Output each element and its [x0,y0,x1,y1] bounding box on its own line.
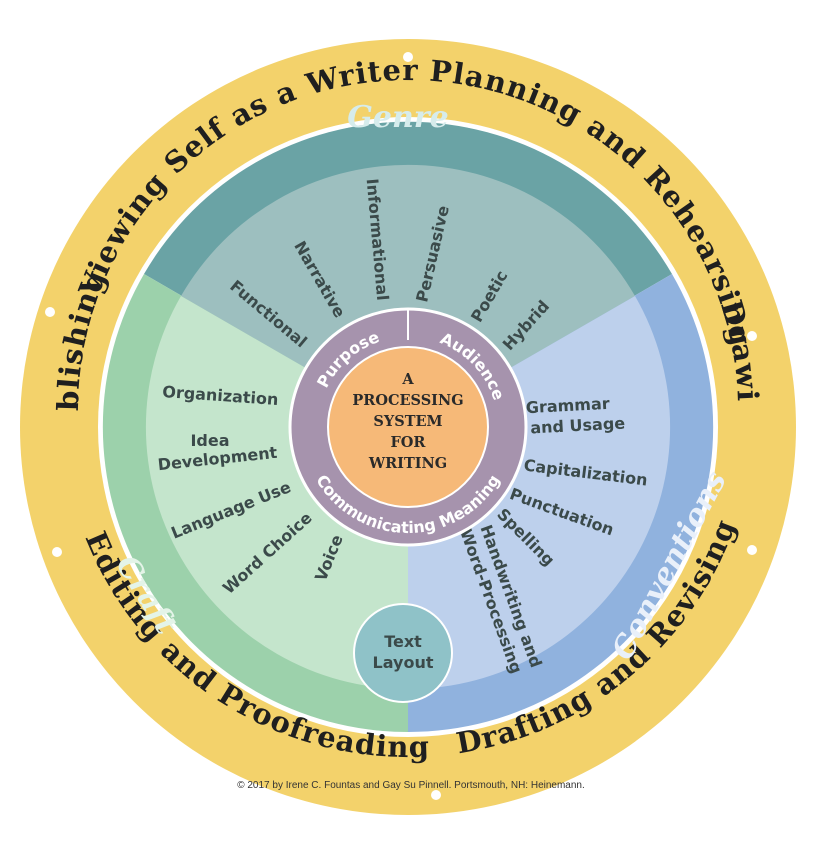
text-layout-line1: Text [384,632,422,651]
craft-item-idea: Idea [190,431,229,450]
conventions-item-grammar: Grammar [525,394,610,417]
ring-dot [45,307,55,317]
text-layout-circle [353,603,453,703]
ring-dot [747,331,757,341]
ring-dot [403,52,413,62]
center-line1: A [401,371,414,388]
ring-dot [52,547,62,557]
copyright-notice: © 2017 by Irene C. Fountas and Gay Su Pi… [237,780,585,791]
center-line2: PROCESSING [352,392,463,409]
center-circle [327,346,489,508]
center-line5: WRITING [368,455,447,472]
center-line4: FOR [391,434,427,451]
ring-dot [431,790,441,800]
conventions-item-and-usage: and Usage [530,414,626,438]
genre-inner-segment [181,164,635,427]
ring-dot [747,545,757,555]
genre-title: Genre [347,100,448,135]
center-line3: SYSTEM [373,413,442,430]
text-layout-line2: Layout [373,653,434,672]
